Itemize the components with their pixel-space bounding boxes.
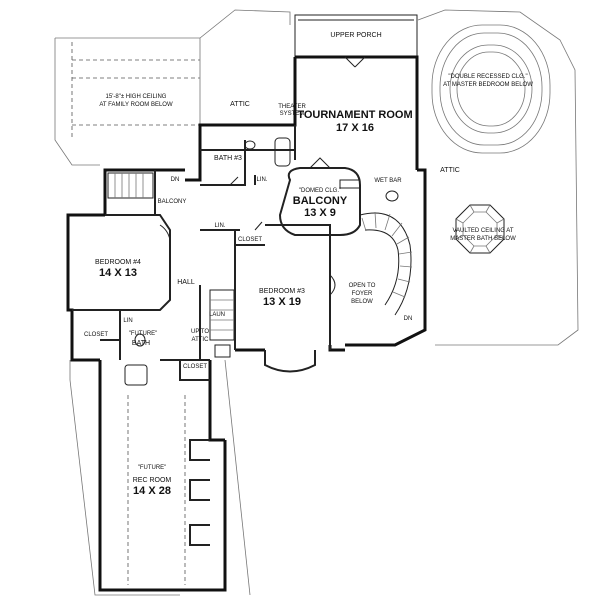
domed-balcony-outline xyxy=(278,167,361,236)
bay-window xyxy=(264,350,316,373)
bedroom3-name: BEDROOM #3 xyxy=(259,288,305,295)
master-bath-note-2: MASTER BATH BELOW xyxy=(450,236,516,242)
balcony-left-label: BALCONY xyxy=(158,199,187,205)
tournament-room-size: 17 X 16 xyxy=(336,122,374,134)
lin-bath-label: LIN. xyxy=(256,177,267,183)
closet-rec-label: CLOSET xyxy=(183,364,207,370)
dn-spiral-label: DN xyxy=(404,316,413,322)
up-to-label: UP TO xyxy=(191,329,209,335)
bedroom4-name: BEDROOM #4 xyxy=(95,259,141,266)
bath3-label: BATH #3 xyxy=(214,155,242,162)
future-bath-note: "FUTURE" xyxy=(129,331,158,337)
attic-top-label: ATTIC xyxy=(230,101,250,108)
spiral-stair xyxy=(359,211,413,316)
closet-left-label: CLOSET xyxy=(84,332,108,338)
closet-b3-label: CLOSET xyxy=(238,237,262,243)
tournament-room-name: TOURNAMENT ROOM xyxy=(297,109,412,121)
hall-label: HALL xyxy=(177,279,195,286)
open-to-label: OPEN TO xyxy=(349,283,376,289)
rec-room-name: REC ROOM xyxy=(133,477,172,484)
future-bath-name: BATH xyxy=(132,340,150,347)
exterior-walls xyxy=(66,55,427,592)
attic-stair xyxy=(209,289,235,341)
bedroom3-size: 13 X 19 xyxy=(263,296,301,308)
domed-clg-label: "DOMED CLG." xyxy=(299,188,341,194)
rec-room-size: 14 X 28 xyxy=(133,485,171,497)
master-bedroom-note-1: "DOUBLE RECESSED CLG." xyxy=(448,74,527,80)
bedroom4-size: 14 X 13 xyxy=(99,267,137,279)
lin-hall-label: LIN. xyxy=(214,223,225,229)
rec-room-note: "FUTURE" xyxy=(138,465,167,471)
wet-bar-label: WET BAR xyxy=(374,178,402,184)
below-label: BELOW xyxy=(351,299,373,305)
lin-small-label: LIN xyxy=(123,318,132,324)
family-room-note-2: AT FAMILY ROOM BELOW xyxy=(99,102,173,108)
balcony-name: BALCONY xyxy=(293,195,348,207)
dn-stair-label: DN xyxy=(171,177,180,183)
balcony-size: 13 X 9 xyxy=(304,207,336,219)
fixtures xyxy=(124,137,399,386)
laun-label: LAUN xyxy=(209,312,225,318)
door-swings xyxy=(159,56,366,296)
interior-walls xyxy=(72,125,331,381)
attic-stair-label: ATTIC xyxy=(192,337,210,343)
roof-outline xyxy=(54,9,579,596)
vaulted-ceiling-octagon xyxy=(455,204,505,254)
upper-porch-label: UPPER PORCH xyxy=(330,32,381,39)
system-label: SYSTEM xyxy=(280,111,305,117)
attic-right-label: ATTIC xyxy=(440,167,460,174)
theater-label: THEATER xyxy=(278,104,306,110)
rec-room-knee-walls xyxy=(127,395,210,585)
master-bath-note-1: VAULTED CEILING AT xyxy=(452,228,513,234)
recessed-ceiling-outline xyxy=(431,24,551,154)
family-room-note-1: 15'-8"± HIGH CEILING xyxy=(106,94,167,100)
master-bedroom-note-2: AT MASTER BEDROOM BELOW xyxy=(443,82,533,88)
left-stair xyxy=(107,172,154,199)
foyer-label: FOYER xyxy=(352,291,373,297)
